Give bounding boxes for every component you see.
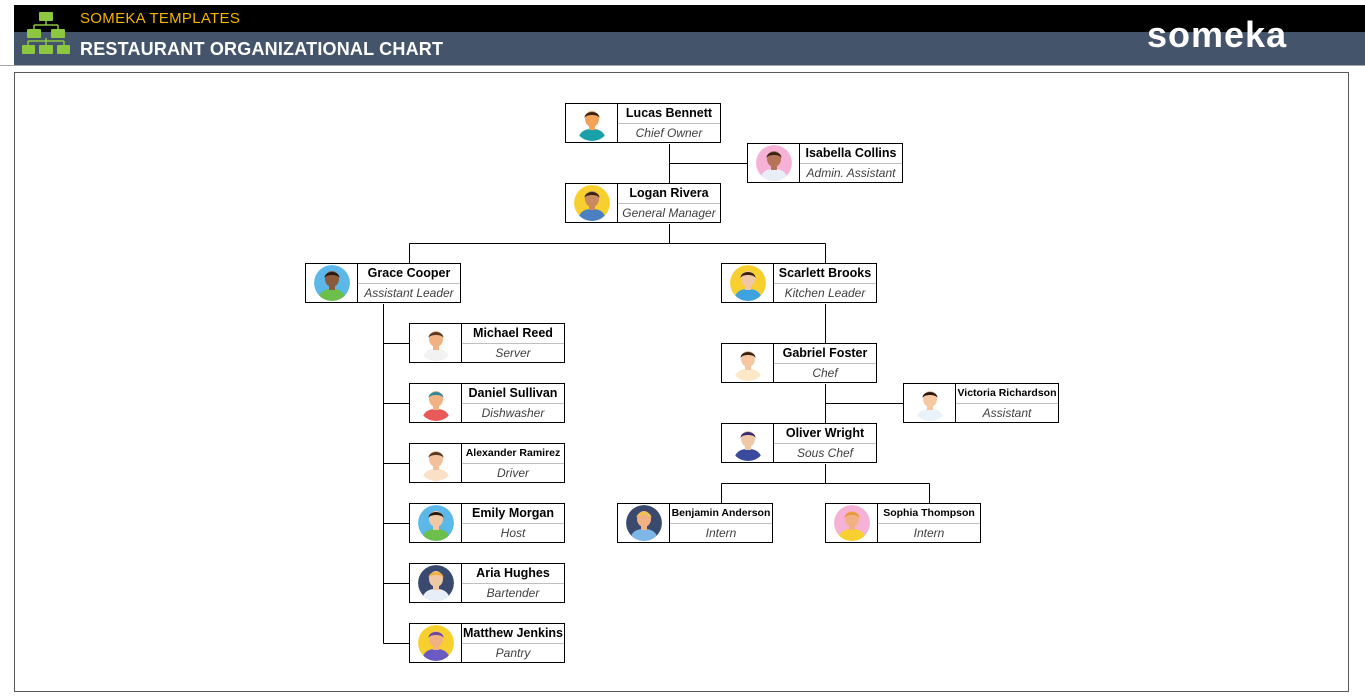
employee-name: Benjamin Anderson — [670, 504, 772, 524]
avatar — [566, 104, 618, 142]
avatar — [410, 384, 462, 422]
avatar — [410, 564, 462, 602]
avatar-icon — [733, 351, 762, 381]
employee-role: Kitchen Leader — [784, 286, 866, 300]
someka-logo[interactable]: someka — [1147, 14, 1288, 55]
employee-name: Aria Hughes — [462, 564, 564, 584]
header-title-bar — [14, 32, 1365, 65]
employee-name: Grace Cooper — [358, 264, 460, 284]
avatar — [826, 504, 878, 542]
employee-name: Sophia Thompson — [878, 504, 980, 524]
avatar — [722, 264, 774, 302]
employee-name: Gabriel Foster — [774, 344, 876, 364]
employee-name: Emily Morgan — [462, 504, 564, 524]
employee-role: Host — [500, 526, 526, 540]
employee-name: Matthew Jenkins — [462, 624, 564, 644]
employee-role: Pantry — [495, 646, 531, 660]
avatar — [618, 504, 670, 542]
employee-name: Oliver Wright — [774, 424, 876, 444]
avatar-icon — [755, 145, 792, 181]
employee-role: Driver — [497, 466, 529, 480]
avatar — [306, 264, 358, 302]
avatar-icon — [577, 111, 606, 141]
avatar-icon — [313, 265, 350, 301]
avatar-icon — [417, 625, 454, 661]
employee-name: Isabella Collins — [800, 144, 902, 164]
brand-label: SOMEKA TEMPLATES — [80, 10, 241, 27]
avatar — [904, 384, 956, 422]
employee-role: Server — [495, 346, 531, 360]
employee-name: Alexander Ramirez — [462, 444, 564, 464]
employee-role: Chef — [812, 366, 838, 380]
employee-name: Victoria Richardson — [956, 384, 1058, 404]
employee-role: Intern — [705, 526, 737, 540]
employee-role: Bartender — [486, 586, 540, 600]
avatar — [748, 144, 800, 182]
employee-role: General Manager — [622, 206, 716, 220]
employee-name: Scarlett Brooks — [774, 264, 876, 284]
avatar-icon — [417, 505, 454, 541]
employee-name: Logan Rivera — [618, 184, 720, 204]
org-chart-icon — [22, 12, 70, 54]
avatar — [722, 344, 774, 382]
avatar — [410, 324, 462, 362]
avatar-icon — [733, 431, 762, 461]
employee-name: Michael Reed — [462, 324, 564, 344]
avatar-icon — [833, 505, 870, 541]
avatar — [410, 444, 462, 482]
employee-name: Lucas Bennett — [618, 104, 720, 124]
avatar — [410, 624, 462, 662]
header-top-bar — [14, 5, 1365, 32]
avatar-icon — [729, 265, 766, 301]
avatar-icon — [915, 391, 944, 421]
avatar-icon — [421, 451, 450, 481]
avatar — [410, 504, 462, 542]
employee-role: Intern — [913, 526, 945, 540]
header-divider — [0, 65, 1365, 66]
employee-role: Assistant — [982, 406, 1032, 420]
avatar-icon — [417, 565, 454, 601]
avatar-icon — [625, 505, 662, 541]
avatar — [722, 424, 774, 462]
employee-role: Dishwasher — [481, 406, 545, 420]
avatar-icon — [573, 185, 610, 221]
employee-role: Chief Owner — [635, 126, 703, 140]
avatar — [566, 184, 618, 222]
avatar-icon — [421, 331, 450, 361]
employee-name: Daniel Sullivan — [462, 384, 564, 404]
avatar-icon — [421, 391, 450, 421]
employee-role: Admin. Assistant — [806, 166, 896, 180]
chart-area — [14, 72, 1349, 692]
employee-role: Sous Chef — [796, 446, 854, 460]
employee-role: Assistant Leader — [364, 286, 454, 300]
page-title: RESTAURANT ORGANIZATIONAL CHART — [80, 39, 444, 59]
